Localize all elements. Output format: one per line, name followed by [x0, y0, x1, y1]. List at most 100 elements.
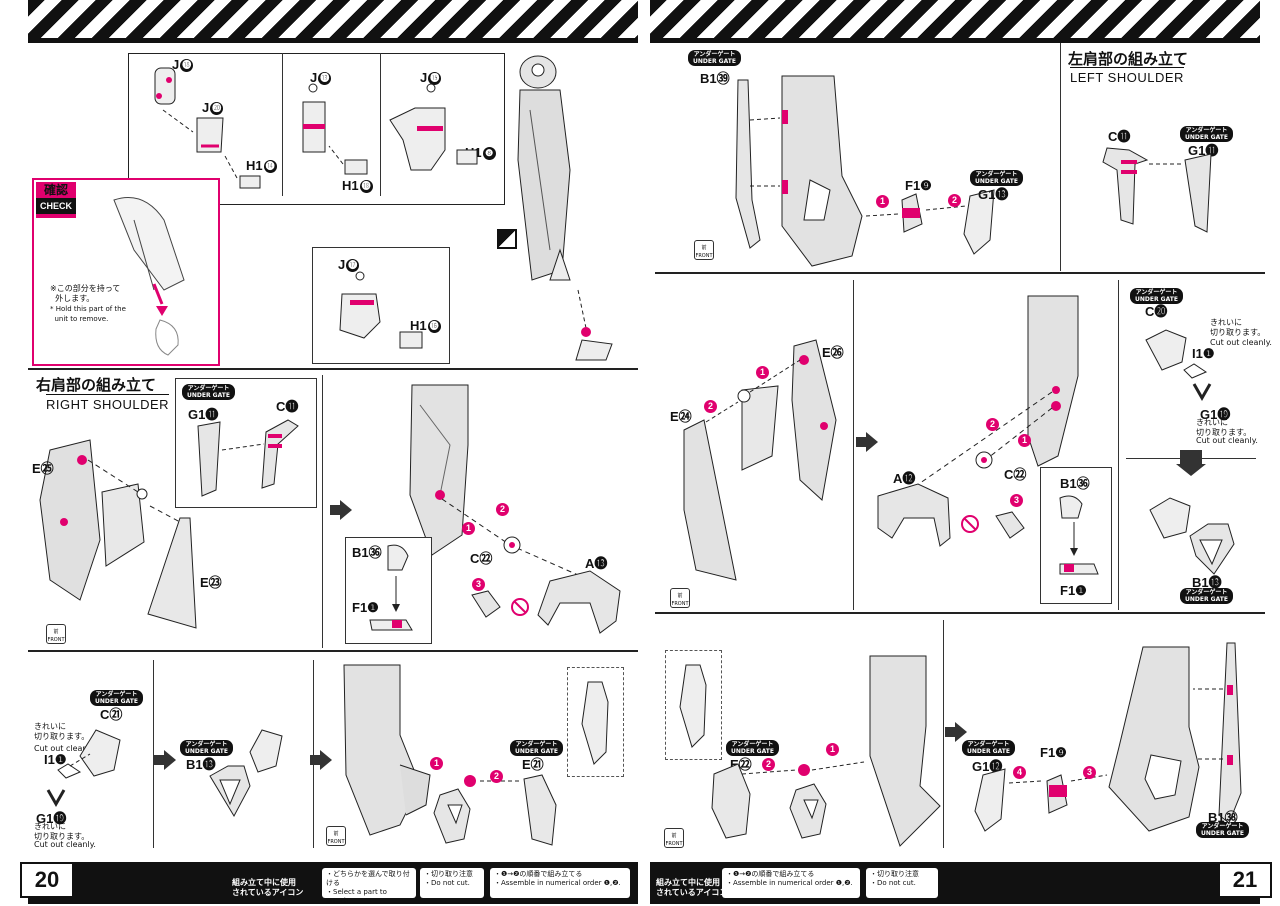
step-marker: 2: [496, 503, 509, 516]
part-label: E㉓: [200, 575, 222, 590]
divider: [943, 620, 944, 848]
divider: [1118, 280, 1119, 610]
step-marker: 2: [704, 400, 717, 413]
right-shoulder-heading-jp: 右肩部の組み立て: [36, 376, 157, 394]
part-label: C⓫: [276, 399, 299, 414]
step-marker: 3: [1010, 494, 1023, 507]
legend-nocut-en: ・Do not cut.: [424, 879, 470, 887]
under-gate-tag: アンダーゲート UNDER GATE: [90, 690, 143, 706]
part-label: C㉒: [1004, 467, 1027, 482]
legend-select-jp: ・どちらかを選んで取り付ける: [326, 870, 410, 887]
under-gate-tag: アンダーゲート UNDER GATE: [970, 170, 1023, 186]
front-icon: 前 FRONT: [694, 240, 714, 260]
step-marker: 1: [1018, 434, 1031, 447]
cut-note-jp: きれいに 切り取ります。: [1210, 318, 1266, 337]
cut-note-en: Cut out cleanly.: [34, 744, 96, 753]
part-label: G1⓳: [1200, 407, 1231, 422]
section-divider: [655, 272, 1265, 274]
under-gate-tag: アンダーゲート UNDER GATE: [182, 384, 235, 400]
joint-cut-drawing: [46, 729, 121, 808]
part-label: C㉒: [470, 551, 493, 566]
legend-select-en: ・Select a part to attach.: [326, 888, 387, 905]
left-shoulder-armor-parts: [1102, 147, 1212, 233]
cut-note-en: Cut out cleanly.: [34, 840, 96, 849]
check-badge: 確認 CHECK: [36, 182, 76, 218]
part-label: E㉔: [670, 409, 692, 424]
next-step-arrow: [945, 722, 967, 742]
left-shoulder-heading-jp: 左肩部の組み立て: [1068, 50, 1189, 68]
part-label: F1❾: [1040, 745, 1067, 760]
part-label: B1㊴: [700, 71, 730, 86]
under-gate-tag: アンダーゲート UNDER GATE: [1196, 822, 1249, 838]
next-step-arrow: [154, 750, 176, 770]
reference-part-drawing: [581, 681, 609, 765]
step-marker: 1: [826, 743, 839, 756]
under-gate-tag: アンダーゲート UNDER GATE: [1180, 588, 1233, 604]
part-label: F1❶: [1060, 583, 1087, 598]
front-icon: 前 FRONT: [46, 624, 66, 644]
reference-view-box: [665, 650, 722, 760]
legend-order-jp: ・❶→❷の順番で組み立てる: [726, 870, 815, 878]
cut-note-jp: きれいに 切り取ります。: [34, 722, 90, 741]
step-marker: 4: [1013, 766, 1026, 779]
joint-cut-drawing: [1145, 329, 1212, 402]
under-gate-tag: アンダーゲート UNDER GATE: [510, 740, 563, 756]
left-shoulder-frame-drawing: [683, 339, 837, 581]
part-label: F1❶: [352, 600, 379, 615]
right-shoulder-assembly-drawing: [409, 384, 621, 634]
step-marker: 2: [948, 194, 961, 207]
step-marker: 3: [1083, 766, 1096, 779]
under-gate-tag: アンダーゲート UNDER GATE: [1180, 126, 1233, 142]
reference-part-drawing: [679, 664, 707, 748]
section-divider: [28, 650, 638, 652]
joint-parts-drawing: [369, 544, 413, 631]
check-title-en: CHECK: [36, 198, 76, 214]
legend-order-en: ・Assemble in numerical order ❶,❷.: [494, 879, 621, 887]
part-label: G1⓳: [36, 811, 67, 826]
divider: [313, 660, 314, 848]
step-marker: 1: [876, 195, 889, 208]
part-label: I1❶: [44, 752, 67, 767]
part-label: B1㊱: [352, 545, 382, 560]
step-marker: 3: [472, 578, 485, 591]
cut-note-en: Cut out cleanly.: [1196, 436, 1258, 445]
page-number-left: 20: [20, 862, 74, 898]
step-marker: 1: [430, 757, 443, 770]
part-label: B1㊱: [1060, 476, 1090, 491]
part-label: E㉑: [522, 757, 544, 772]
joint-cover-drawing: [209, 729, 283, 818]
cut-note-en: Cut out cleanly.: [1210, 338, 1272, 347]
next-step-arrow: [310, 750, 332, 770]
legend-no-cut: ・切り取り注意 ・Do not cut.: [420, 868, 484, 898]
under-gate-tag: アンダーゲート UNDER GATE: [1130, 288, 1183, 304]
check-box: 確認 CHECK ※この部分を持って 外します。 * Hold this par…: [32, 178, 220, 366]
step-marker: 1: [462, 522, 475, 535]
next-step-arrow: [330, 500, 352, 520]
under-gate-tag: アンダーゲート UNDER GATE: [726, 740, 779, 756]
check-note-en: * Hold this part of the unit to remove.: [50, 305, 126, 323]
divider: [853, 280, 854, 610]
front-icon: 前 FRONT: [670, 588, 690, 608]
section-divider: [28, 368, 638, 370]
down-arrow-head: [1176, 464, 1206, 476]
under-gate-tag: アンダーゲート UNDER GATE: [688, 50, 741, 66]
part-label: A⓬: [893, 471, 916, 486]
section-divider: [655, 612, 1265, 614]
left-shoulder-final-assembly-drawing: [974, 642, 1242, 832]
hand-removal-drawing: [113, 197, 185, 356]
part-label: G1⓭: [978, 187, 1009, 202]
under-gate-tag: アンダーゲート UNDER GATE: [180, 740, 233, 756]
part-label: E㉖: [822, 345, 844, 360]
left-shoulder-block-assembly-drawing: [711, 655, 941, 847]
arm-unit-drawing: [517, 55, 613, 361]
down-arrow-stem: [1180, 450, 1202, 464]
front-icon: 前 FRONT: [326, 826, 346, 846]
legend-nocut-jp: ・切り取り注意: [870, 870, 919, 878]
next-step-arrow: [856, 432, 878, 452]
divider: [1060, 43, 1061, 271]
part-label: I1❶: [1192, 346, 1215, 361]
